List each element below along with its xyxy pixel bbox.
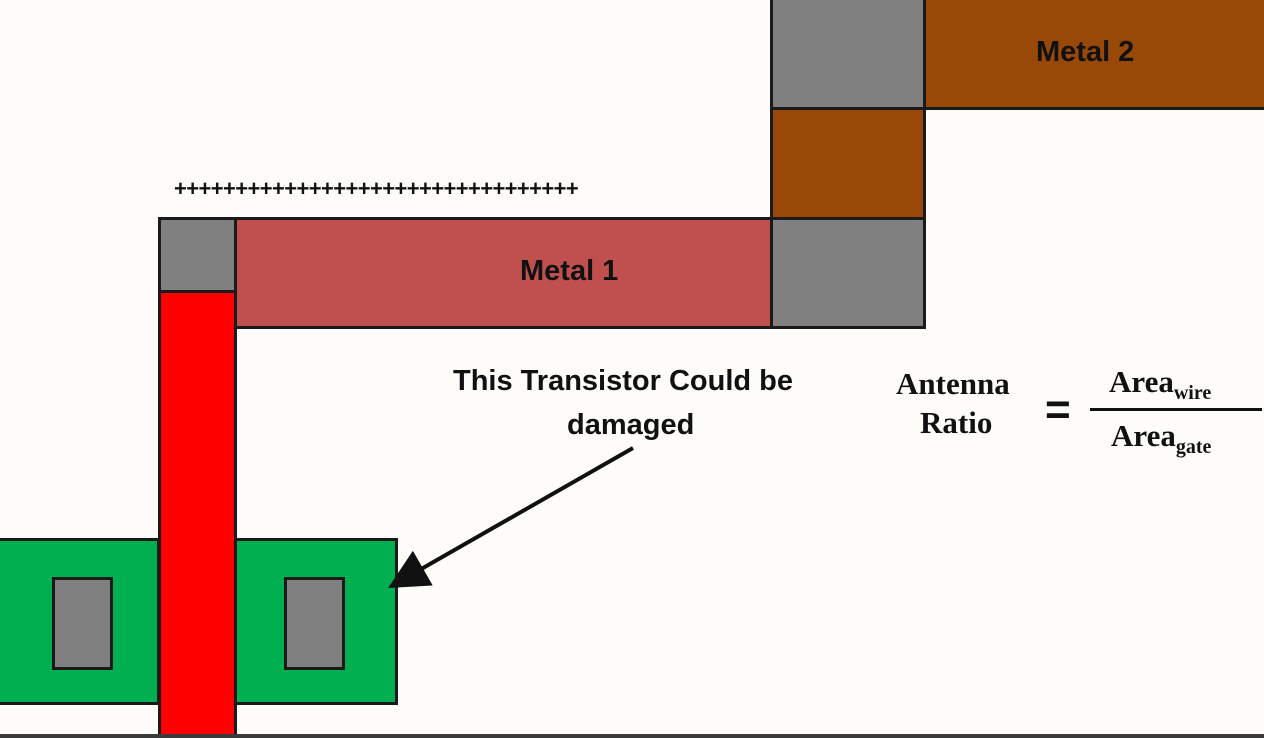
- metal1-label: Metal 1: [520, 255, 619, 287]
- metal2-label: Metal 2: [1036, 36, 1135, 68]
- formula-denominator: Areagate: [1111, 418, 1211, 459]
- poly-gate: [158, 290, 237, 738]
- metal2-vertical: [770, 107, 926, 220]
- numerator-text: Area: [1109, 364, 1174, 399]
- warning-label-line2: damaged: [567, 409, 695, 441]
- formula-lhs-line2: Ratio: [920, 405, 993, 440]
- formula-lhs-line1: Antenna: [896, 366, 1010, 401]
- formula-equals: =: [1045, 385, 1071, 434]
- drain-contact: [284, 577, 345, 670]
- numerator-subscript: wire: [1173, 382, 1212, 405]
- formula-numerator: Areawire: [1109, 364, 1211, 405]
- charge-symbols: +++++++++++++++++++++++++++++++++: [174, 176, 579, 201]
- fraction-bar: [1090, 408, 1262, 411]
- via-upper: [770, 0, 926, 110]
- via-lower: [770, 217, 926, 329]
- bottom-border: [0, 734, 1264, 738]
- gate-via: [158, 217, 237, 293]
- metal1-wire: [234, 217, 773, 329]
- denominator-text: Area: [1111, 418, 1176, 453]
- denominator-subscript: gate: [1175, 436, 1212, 459]
- metal2-wire: [923, 0, 1264, 110]
- source-contact: [52, 577, 113, 670]
- warning-label-line1: This Transistor Could be: [453, 365, 793, 397]
